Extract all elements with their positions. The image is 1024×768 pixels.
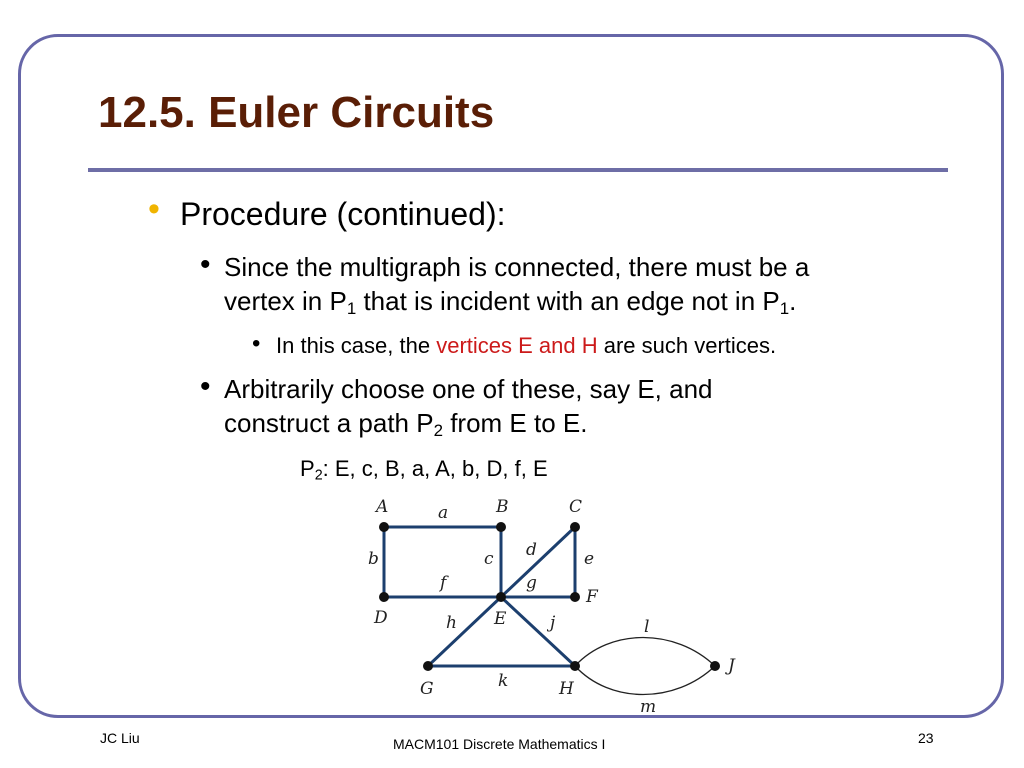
bullet-text: from E to E. <box>442 408 588 438</box>
bullet-text: Since the multigraph is connected, there… <box>224 252 810 282</box>
bullet-choose: Arbitrarily choose one of these, say E, … <box>224 372 713 440</box>
edge-d <box>499 525 577 599</box>
bullet-procedure: Procedure (continued): <box>180 196 506 232</box>
bullet-dot-icon: • <box>148 190 160 228</box>
vertex-j-dot <box>710 661 720 671</box>
bullet-text: vertex in P <box>224 286 347 316</box>
vertex-f-dot <box>570 592 580 602</box>
highlight-text: vertices E and H <box>436 333 598 358</box>
path-p2: P2: E, c, B, a, A, b, D, f, E <box>300 456 548 484</box>
vertex-c-dot <box>570 522 580 532</box>
vertex-a-dot <box>379 522 389 532</box>
edge-label-m: m <box>640 697 656 717</box>
subscript: 1 <box>346 299 357 319</box>
subscript: 2 <box>433 421 443 441</box>
vertex-label-c: C <box>569 497 582 517</box>
vertex-h-dot <box>570 661 580 671</box>
edge-label-d: d <box>526 540 537 560</box>
footer-course: MACM101 Discrete Mathematics I <box>393 736 606 752</box>
footer-author: JC Liu <box>100 730 140 746</box>
bullet-text: are such vertices. <box>597 333 777 358</box>
bullet-text: Arbitrarily choose one of these, say E, … <box>224 374 713 404</box>
vertex-d-dot <box>379 592 389 602</box>
edge-l <box>574 636 716 667</box>
bullet-text: In this case, the <box>276 333 437 358</box>
edge-label-g: g <box>526 573 537 593</box>
slide-title: 12.5. Euler Circuits <box>98 88 495 137</box>
edge-label-j: j <box>546 613 556 633</box>
vertex-label-g: G <box>420 679 434 699</box>
edge-j <box>499 595 577 668</box>
edge-label-a: a <box>438 503 448 523</box>
edge-h <box>426 595 503 668</box>
edge-label-c: c <box>484 549 494 569</box>
bullet-text: that is incident with an edge not in P <box>356 286 780 316</box>
path-text: : E, c, B, a, A, b, D, f, E <box>322 456 548 481</box>
edge-label-k: k <box>498 671 508 691</box>
edge-label-e: e <box>584 549 594 569</box>
bullet-text: . <box>789 286 797 316</box>
vertex-g-dot <box>423 661 433 671</box>
bullet-dot-icon: • <box>200 370 211 403</box>
multigraph-diagram: A B C D E F G H J a b c d e f g h j k l … <box>368 497 736 717</box>
vertex-b-dot <box>496 522 506 532</box>
edge-label-l: l <box>644 617 649 637</box>
bullet-vertices: In this case, the vertices E and H are s… <box>276 333 776 359</box>
edge-label-h: h <box>446 613 457 633</box>
bullet-connected: Since the multigraph is connected, there… <box>224 250 809 318</box>
vertex-label-d: D <box>373 608 388 628</box>
edge-label-f: f <box>438 573 449 593</box>
vertex-label-j: J <box>725 656 736 676</box>
bullet-dot-icon: • <box>252 330 261 357</box>
vertex-label-h: H <box>558 679 575 699</box>
path-text: P <box>300 456 315 481</box>
edge-label-b: b <box>368 549 379 569</box>
vertex-label-e: E <box>493 609 507 629</box>
footer-page-number: 23 <box>918 730 934 746</box>
subscript: 1 <box>779 299 790 319</box>
edge-m <box>574 665 716 696</box>
vertex-label-b: B <box>495 497 509 517</box>
bullet-text: construct a path P <box>224 408 434 438</box>
bullet-dot-icon: • <box>200 248 211 281</box>
title-divider <box>88 168 948 172</box>
subscript: 2 <box>314 467 323 484</box>
vertex-label-f: F <box>585 587 599 607</box>
vertex-e-dot <box>496 592 506 602</box>
vertex-label-a: A <box>374 497 388 517</box>
slide-frame <box>18 34 1004 718</box>
